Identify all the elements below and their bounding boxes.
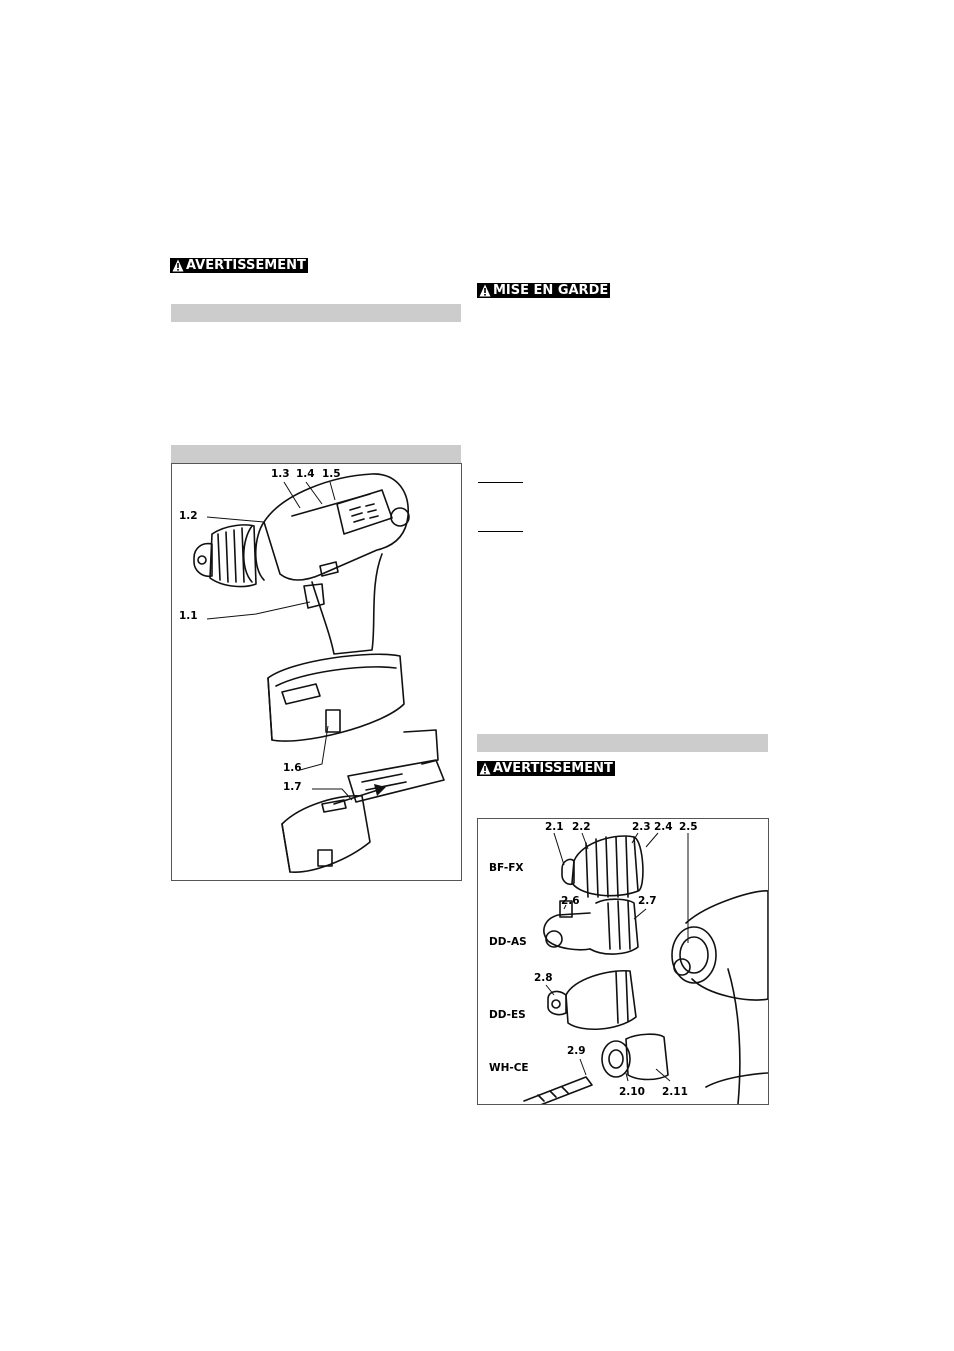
warning-triangle-icon bbox=[479, 762, 491, 775]
callout-2-10: 2.10 bbox=[619, 1086, 645, 1098]
model-label-bf-fx: BF-FX bbox=[489, 862, 524, 874]
callout-2-7: 2.7 bbox=[638, 895, 657, 907]
callout-2-2: 2.2 bbox=[572, 821, 591, 833]
caution-label-text: MISE EN GARDE bbox=[493, 283, 609, 298]
section-header-bar bbox=[171, 304, 461, 322]
callout-2-9: 2.9 bbox=[567, 1045, 586, 1057]
callout-2-11: 2.11 bbox=[662, 1086, 688, 1098]
callout-2-1: 2.1 bbox=[545, 821, 564, 833]
callout-2-6: 2.6 bbox=[561, 895, 580, 907]
chuck-figure: 2.1 2.2 2.3 2.4 2.5 2.6 2.7 2.8 2.9 2.10… bbox=[477, 818, 769, 1105]
model-label-dd-es: DD-ES bbox=[489, 1009, 526, 1021]
model-label-wh-ce: WH-CE bbox=[489, 1062, 529, 1074]
callout-1-2: 1.2 bbox=[179, 510, 198, 522]
callout-1-3: 1.3 bbox=[271, 468, 290, 480]
callout-1-1: 1.1 bbox=[179, 610, 198, 622]
callout-2-5: 2.5 bbox=[679, 821, 698, 833]
warning-triangle-icon bbox=[479, 284, 491, 297]
callout-2-8: 2.8 bbox=[534, 972, 553, 984]
warning-label-left: AVERTISSEMENT bbox=[170, 258, 308, 273]
warning-label-text: AVERTISSEMENT bbox=[186, 258, 306, 273]
callout-2-4: 2.4 bbox=[654, 821, 673, 833]
caution-label: MISE EN GARDE bbox=[477, 283, 611, 298]
drill-figure: 1.1 1.2 1.3 1.4 1.5 1.6 1.7 bbox=[171, 463, 462, 881]
model-label-dd-as: DD-AS bbox=[489, 936, 527, 948]
callout-1-7: 1.7 bbox=[283, 781, 302, 793]
warning-triangle-icon bbox=[172, 259, 184, 272]
callout-2-3: 2.3 bbox=[632, 821, 651, 833]
section-header-bar bbox=[477, 734, 768, 752]
callout-1-6: 1.6 bbox=[283, 762, 302, 774]
drill-illustration bbox=[193, 473, 445, 873]
warning-label-text: AVERTISSEMENT bbox=[493, 761, 613, 776]
underline-mark bbox=[478, 482, 523, 483]
chuck-illustration bbox=[523, 832, 768, 1104]
callout-1-4: 1.4 bbox=[296, 468, 315, 480]
section-header-bar bbox=[171, 445, 461, 463]
callout-1-5: 1.5 bbox=[322, 468, 341, 480]
underline-mark bbox=[478, 531, 523, 532]
warning-label-right: AVERTISSEMENT bbox=[477, 761, 615, 776]
